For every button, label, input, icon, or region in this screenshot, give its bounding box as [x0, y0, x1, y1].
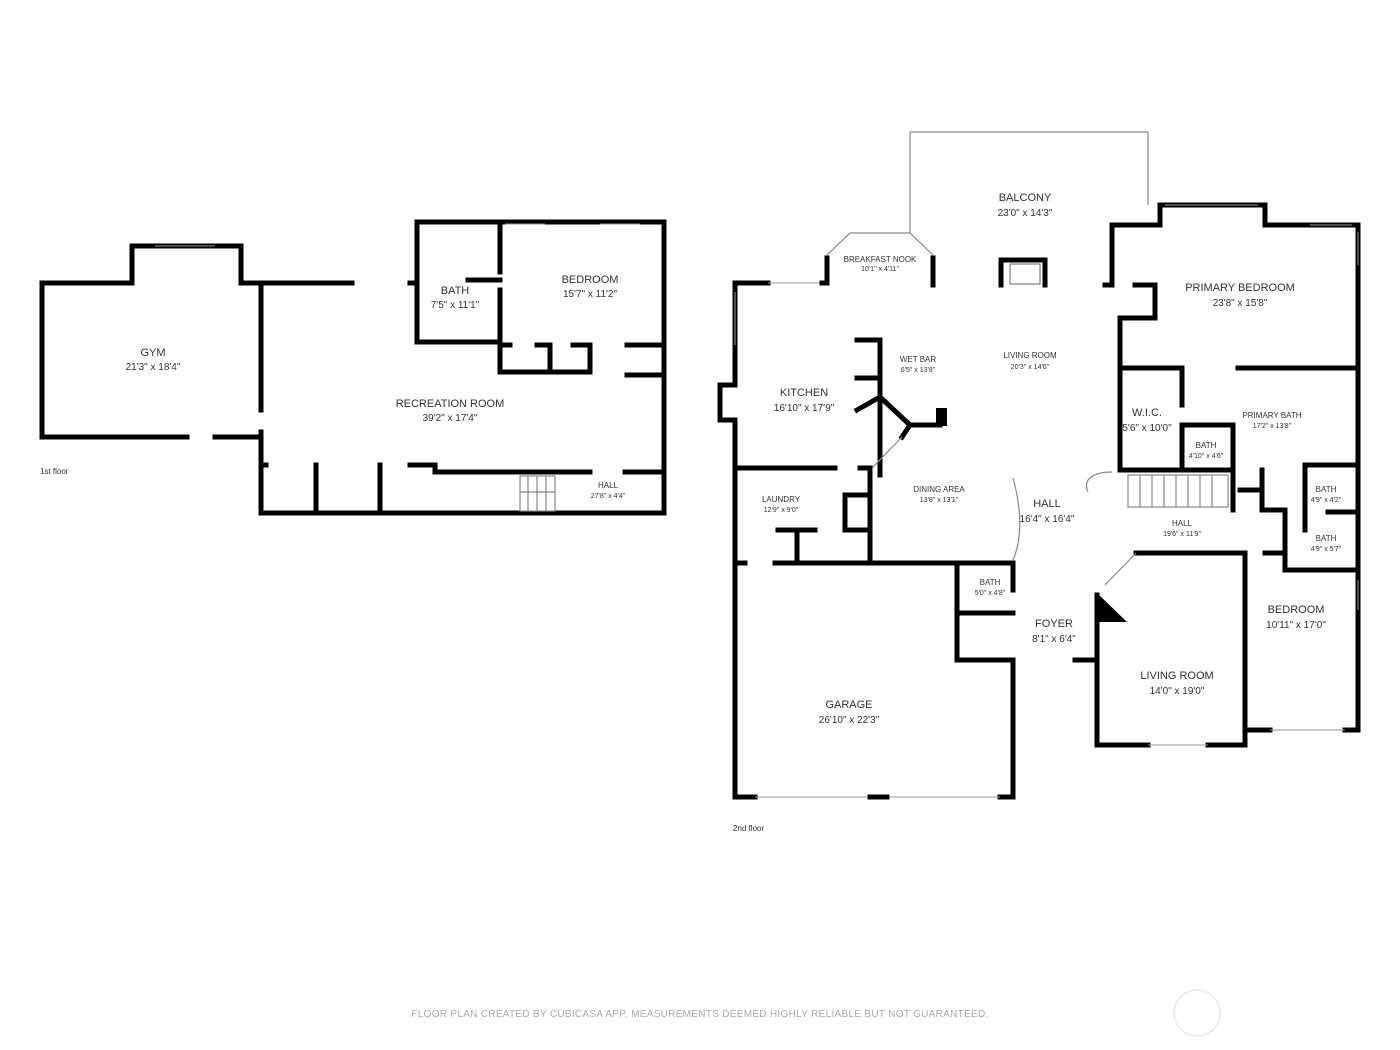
room-name: HALL [598, 481, 619, 490]
room-dims: 12'9" x 9'0" [764, 507, 799, 514]
room-name: PRIMARY BATH [1242, 411, 1301, 420]
floor-label: 1st floor [40, 467, 69, 476]
room-dims: 39'2" x 17'4" [423, 413, 478, 424]
room-name: GARAGE [825, 699, 872, 711]
room-dims: 27'8" x 4'4" [591, 493, 626, 500]
room-name: LAUNDRY [762, 495, 801, 504]
room-dims: 7'5" x 11'1" [431, 300, 480, 311]
room-name: HALL [1033, 498, 1061, 510]
room-name: RECREATION ROOM [396, 398, 505, 410]
room-name: BATH [980, 578, 1001, 587]
room-name: BATH [1316, 534, 1337, 543]
room-dims: 17'2" x 13'8" [1253, 423, 1292, 430]
room-name: HALL [1172, 519, 1193, 528]
room-name: BATH [1316, 485, 1337, 494]
room-name: BEDROOM [562, 274, 619, 286]
room-dims: 5'6" x 10'0" [1122, 423, 1172, 434]
floor-label: 2nd floor [733, 824, 764, 833]
room-name: DINING AREA [913, 485, 965, 494]
room-dims: 10'11" x 17'0" [1266, 620, 1326, 631]
room-dims: 20'3" x 14'6" [1011, 364, 1050, 371]
room-name: KITCHEN [780, 387, 828, 399]
room-name: BATH [1196, 441, 1217, 450]
stairs-icon [519, 475, 556, 512]
footer-disclaimer: FLOOR PLAN CREATED BY CUBICASA APP. MEAS… [411, 1009, 988, 1020]
room-dims: 15'7" x 11'2" [563, 289, 618, 300]
room-dims: 21'3" x 18'4" [126, 362, 181, 373]
room-dims: 16'10" x 17'9" [774, 403, 835, 414]
second-floor-labels: BALCONY 23'0" x 14'3" BREAKFAST NOOK 10'… [733, 192, 1342, 833]
room-name: BATH [441, 285, 470, 297]
first-floor-walls [39, 219, 667, 516]
room-name: FOYER [1035, 618, 1073, 630]
room-name: W.I.C. [1132, 407, 1162, 419]
room-dims: 23'8" x 15'8" [1213, 298, 1268, 309]
room-name: LIVING ROOM [1003, 351, 1057, 360]
room-name: BEDROOM [1268, 604, 1325, 616]
room-name: LIVING ROOM [1140, 670, 1213, 682]
room-dims: 5'0" x 4'8" [975, 590, 1006, 597]
room-dims: 10'1" x 4'11" [861, 266, 899, 273]
room-dims: 16'4" x 16'4" [1020, 514, 1075, 525]
second-floor-walls [717, 131, 1361, 800]
room-dims: 13'8" x 13'1" [920, 497, 959, 504]
room-dims: 6'5" x 13'8" [901, 367, 936, 374]
fireplace-icon [1009, 263, 1041, 285]
room-name: BALCONY [999, 192, 1052, 204]
room-dims: 4'10" x 4'6" [1189, 453, 1224, 460]
room-dims: 19'6" x 11'9" [1163, 531, 1201, 538]
room-dims: 8'1" x 6'4" [1032, 634, 1076, 645]
room-dims: 26'10" x 22'3" [819, 715, 880, 726]
first-floor-labels: GYM 21'3" x 18'4" RECREATION ROOM 39'2" … [40, 274, 626, 500]
room-dims: 14'0" x 19'0" [1150, 686, 1205, 697]
watermark-logo [1173, 989, 1221, 1037]
room-name: WET BAR [900, 355, 937, 364]
room-dims: 4'9" x 4'2" [1311, 497, 1342, 504]
room-dims: 4'9" x 5'7" [1311, 546, 1342, 553]
room-name: PRIMARY BEDROOM [1185, 282, 1295, 294]
room-name: BREAKFAST NOOK [844, 255, 917, 264]
room-dims: 23'0" x 14'3" [998, 208, 1053, 219]
stairs-icon [1127, 474, 1229, 508]
room-name: GYM [140, 347, 165, 359]
